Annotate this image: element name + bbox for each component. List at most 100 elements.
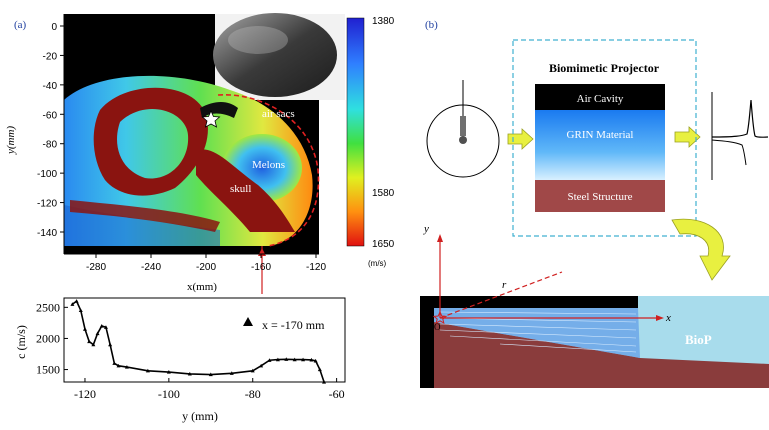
colorbar-unit: (m/s): [368, 259, 387, 268]
model-r-axis: [439, 271, 563, 319]
profile-data-point: [208, 372, 213, 377]
colorbar-gradient: [346, 17, 365, 247]
profile-data-point: [187, 371, 192, 376]
projector-title: Biomimetic Projector: [549, 61, 660, 75]
model-steel: [434, 322, 769, 388]
steel-label: Steel Structure: [567, 191, 632, 203]
profile-x-tick-label: -120: [74, 387, 96, 401]
profile-y-axis-label: c (m/s): [14, 325, 28, 359]
projector-dashed-box: [512, 39, 697, 237]
pulse-waveform: [711, 99, 769, 138]
profile-data-point: [145, 368, 150, 373]
air-cavity-label: Air Cavity: [577, 93, 624, 105]
curved-arrow-icon: [671, 218, 731, 281]
profile-x-ticks: -120 -100 -80 -60: [74, 378, 345, 401]
profile-data-point: [103, 325, 108, 329]
profile-data-point: [275, 357, 280, 362]
profile-data-point: [124, 365, 129, 369]
map-y-ticks: 0-20-40-60-80-100-120-140: [37, 22, 64, 239]
map-y-tick-label: -40: [43, 81, 58, 92]
numerical-model: BioP: [420, 296, 769, 388]
model-r-label: r: [502, 279, 507, 291]
model-grin-mesh: [434, 308, 640, 358]
profile-data-point: [229, 371, 234, 375]
map-y-axis-label: y(mm): [5, 126, 17, 155]
model-x-arrow-icon: [656, 315, 664, 321]
skull-region: [93, 87, 208, 196]
profile-x-axis-label: y (mm): [182, 409, 218, 423]
profile-y-tick-label: 2500: [36, 300, 60, 314]
map-x-tick-label: -160: [251, 262, 271, 273]
air-sacs-label: air sacs: [262, 108, 295, 120]
profile-data-point: [74, 299, 79, 303]
skull-label: skull: [230, 183, 251, 195]
map-y-tick-label: -140: [37, 228, 57, 239]
output-pulse: [711, 92, 769, 180]
profile-data-point: [87, 339, 92, 344]
profile-data-point: [259, 363, 264, 368]
profile-data-point: [284, 357, 289, 361]
profile-plot-frame: [63, 297, 346, 383]
profile-data-point: [317, 367, 322, 372]
colorbar: 1380 1580 1650 (m/s): [346, 16, 395, 268]
steel-layer: [535, 180, 665, 212]
profile-data-point: [313, 358, 318, 363]
output-arrow-icon: [674, 126, 701, 148]
profile-series-line: [71, 299, 325, 383]
profile-data-point: [82, 327, 87, 331]
panel-b-label: (b): [425, 19, 438, 31]
profile-data-point: [108, 342, 113, 347]
panel-a-label: (a): [14, 19, 27, 31]
map-y-tick-label: -80: [43, 140, 58, 151]
lower-jaw-region: [64, 205, 220, 246]
biomimetic-projector: Biomimetic Projector Air Cavity GRIN Mat…: [512, 39, 697, 237]
pulse-tail: [711, 139, 747, 166]
profile-data-point: [112, 361, 117, 365]
source-star-icon: [201, 110, 221, 128]
legend-label: x = -170 mm: [262, 318, 325, 332]
hydrophone-body: [460, 116, 466, 136]
profile-data-point: [116, 363, 121, 368]
model-origin-label: O: [434, 322, 441, 332]
profile-data-point: [309, 357, 314, 362]
profile-data-point: [70, 302, 75, 306]
map-x-tick-label: -240: [141, 262, 161, 273]
profile-data-point: [250, 368, 255, 373]
projector-outline: [217, 94, 320, 247]
melons-label: Melons: [252, 159, 285, 171]
dolphin-head-photo: [213, 13, 337, 97]
map-y-tick-label: -100: [37, 169, 57, 180]
model-y-label: y: [423, 223, 429, 235]
colorbar-tick-mid: 1580: [372, 188, 395, 199]
jaw-bone: [70, 200, 220, 232]
profile-series: [70, 299, 327, 384]
model-air-cavity: [420, 296, 638, 308]
hydrophone-tip: [459, 136, 467, 144]
model-left-wall: [420, 296, 434, 388]
profile-data-point: [322, 380, 327, 384]
map-y-tick-label: -120: [37, 199, 57, 210]
profile-data-point: [292, 357, 297, 362]
map-x-axis-label: x(mm): [187, 281, 217, 293]
model-axes: y x r O: [423, 223, 671, 332]
photo-highlight: [228, 26, 288, 54]
legend-marker-icon: [243, 317, 253, 326]
map-axes: 0-20-40-60-80-100-120-140 -280-240-200-1…: [5, 14, 326, 293]
skull-rostrum: [196, 149, 295, 232]
colorbar-tick-top: 1380: [372, 16, 395, 27]
biop-label: BioP: [685, 332, 712, 347]
map-x-tick-label: -280: [86, 262, 106, 273]
grin-layer: [535, 110, 665, 180]
profile-data-point: [78, 308, 83, 313]
profile-x-tick-label: -60: [329, 387, 345, 401]
air-cavity-layer: [535, 84, 665, 110]
profile-data-point: [95, 331, 100, 336]
profile-x-tick-label: -100: [158, 387, 180, 401]
profile-x-tick-label: -80: [245, 387, 261, 401]
model-y-arrow-icon: [437, 234, 443, 242]
profile-data-point: [91, 342, 96, 347]
mesh-lines: [439, 311, 637, 353]
map-x-tick-label: -120: [306, 262, 326, 273]
